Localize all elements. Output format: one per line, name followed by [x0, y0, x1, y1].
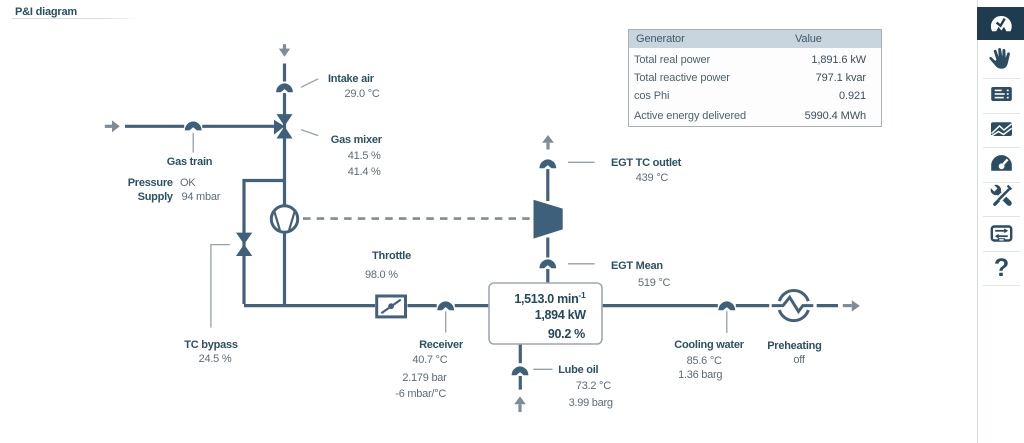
svg-text:?: ? [994, 254, 1009, 282]
